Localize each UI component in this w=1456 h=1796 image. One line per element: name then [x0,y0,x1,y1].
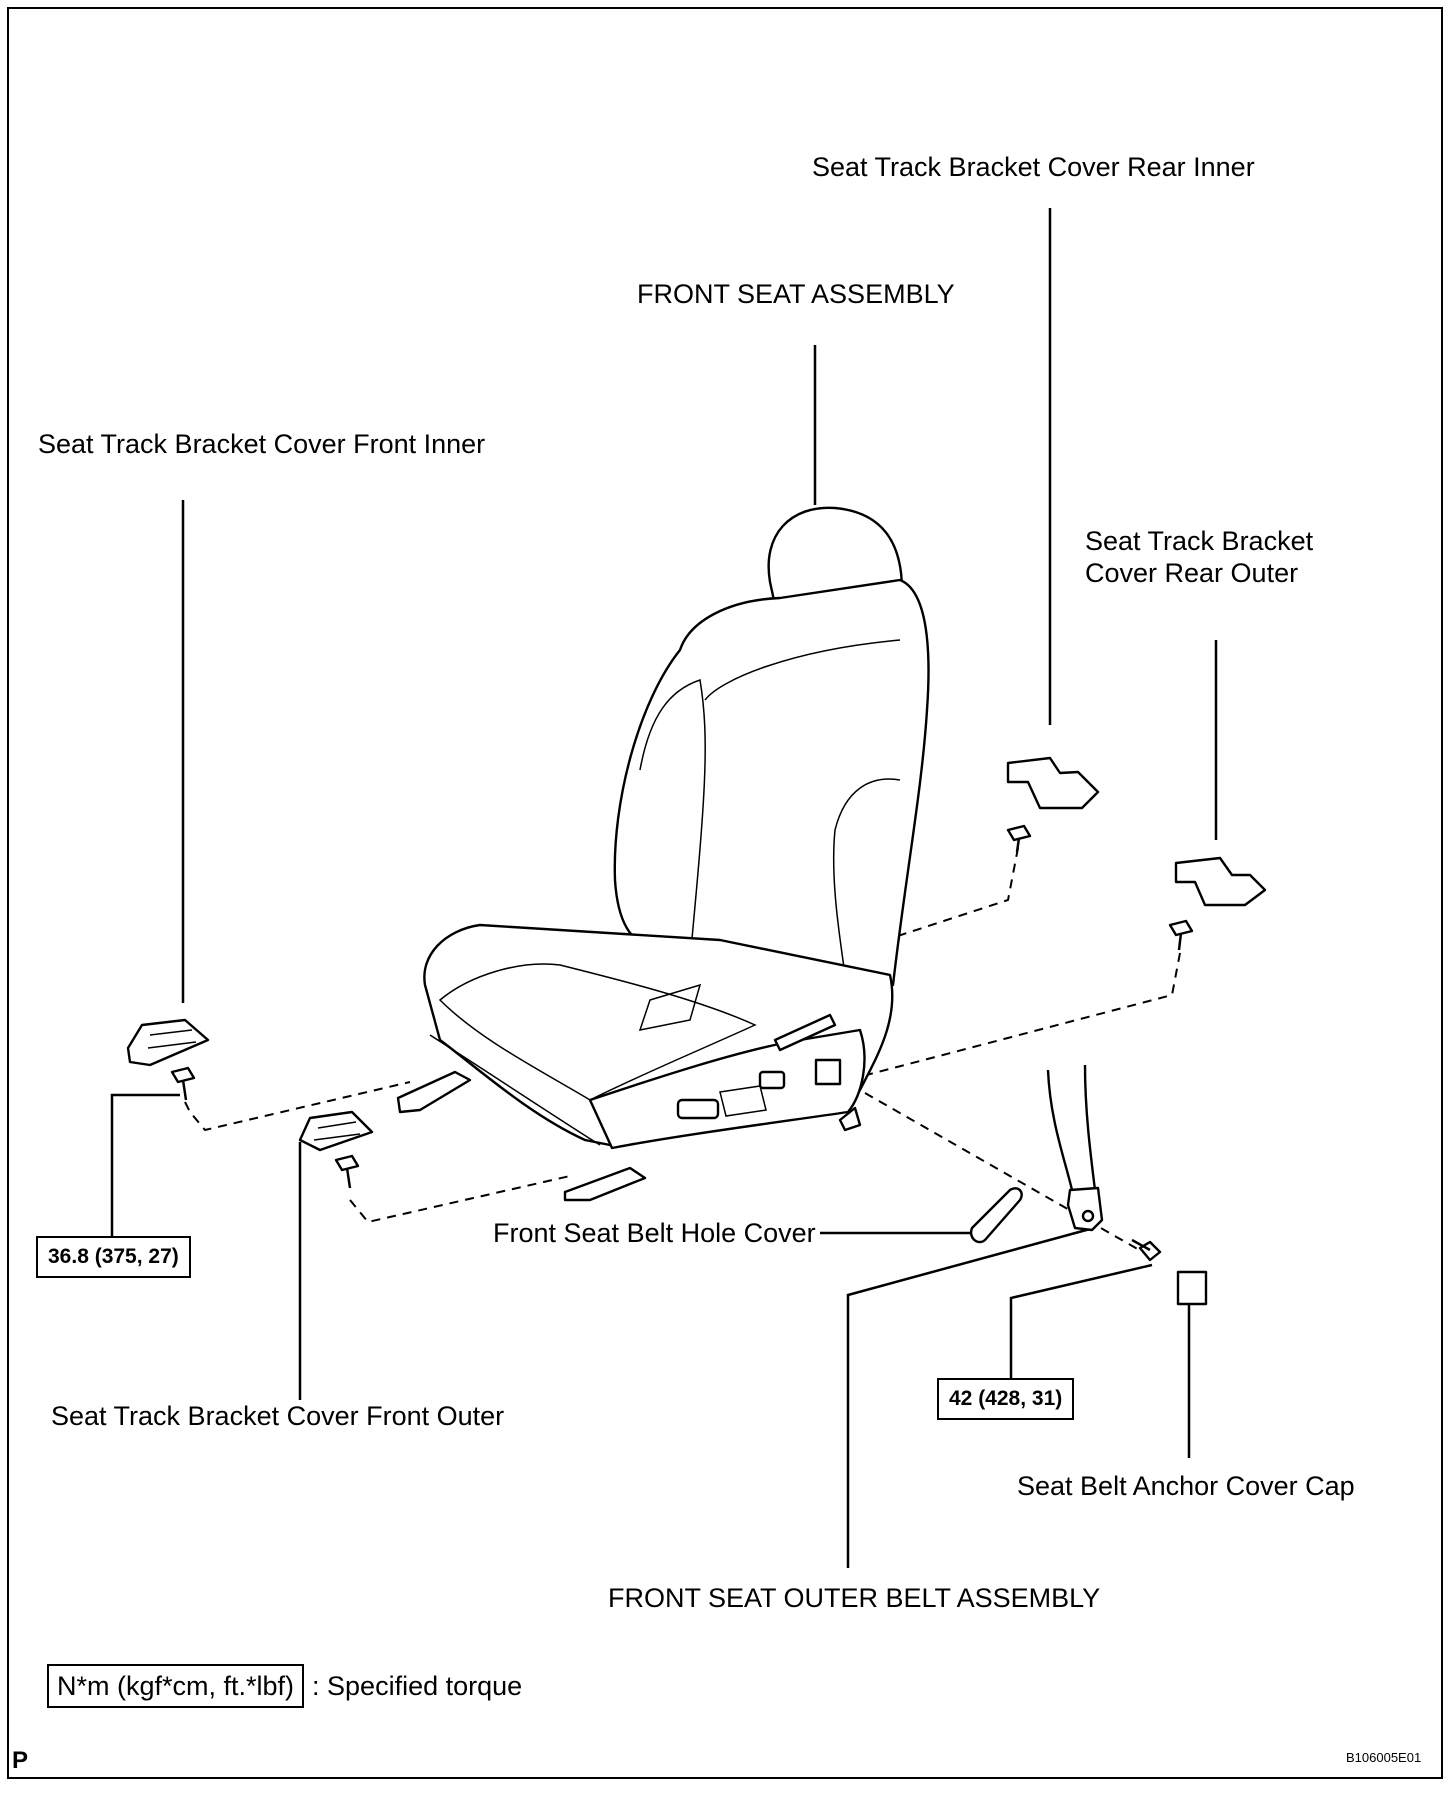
anchor-hole [1081,1209,1095,1223]
label-front-outer: Seat Track Bracket Cover Front Outer [51,1401,505,1431]
belt-hole-opening [814,1058,842,1086]
seat-back-bolster-right [832,778,901,996]
memory-switch [758,1070,786,1090]
torque-legend: N*m (kgf*cm, ft.*lbf) : Specified torque [47,1663,522,1709]
cover-front-inner-ribs [147,1029,197,1049]
bolt-front-outer [334,1154,360,1189]
path-front-outer-bolt [349,1175,571,1224]
legend-description: : Specified torque [312,1670,523,1701]
seat-slide-switch [719,1085,767,1117]
seat-back [613,578,930,1002]
front-outer-rail-end [563,1166,647,1202]
belt-hole-cover-part [969,1187,1023,1244]
label-rear-inner: Seat Track Bracket Cover Rear Inner [812,152,1255,182]
cover-front-inner [126,1018,210,1067]
path-rear-outer-bolt [854,952,1181,1079]
front-inner-rail-end [396,1070,472,1114]
bolts [170,824,1194,1262]
outer-belt-lower [1046,1064,1104,1232]
figure-id: B106005E01 [1346,1750,1422,1765]
label-front-seat-assembly: FRONT SEAT ASSEMBLY [637,279,955,309]
bolt-front-inner [170,1066,196,1101]
leader-anchor-bolt-torque [1009,1263,1153,1385]
legend-unit-box: N*m (kgf*cm, ft.*lbf) [47,1664,305,1708]
seat-side-handle [773,1013,837,1052]
leader-front-bolt-torque [110,1093,180,1243]
cushion-latch [638,983,702,1031]
belt-anchor-plate [1066,1186,1104,1232]
bolt-anchor [1131,1238,1162,1262]
path-anchor-bolt [864,1092,1149,1256]
label-outer-belt-assembly: FRONT SEAT OUTER BELT ASSEMBLY [608,1583,1101,1613]
lumbar-switch [676,1098,720,1120]
path-front-inner-bolt [184,1081,411,1132]
side-shield [588,1028,866,1150]
torque-anchor-bolt: 42 (428, 31) [937,1378,1075,1420]
bolt-rear-outer [1168,919,1194,951]
diagram-frame [7,7,1443,1779]
rear-outer-rail-end [838,1106,862,1132]
torque-front-bolt: 36.8 (375, 27) [36,1236,191,1278]
cover-rear-inner [1006,756,1100,810]
leader-outer-belt-assembly [846,1227,1091,1568]
belt-webbing [1046,1064,1097,1192]
leader-lines [110,208,1218,1568]
anchor-cover-cap-part [1176,1270,1208,1306]
label-anchor-cover-cap: Seat Belt Anchor Cover Cap [1017,1471,1355,1501]
cover-rear-outer [1174,856,1267,907]
cushion-seam [438,963,757,1101]
cushion-side-line [429,1034,601,1146]
page-mark: P [12,1747,29,1774]
front-seat-assembly [396,506,930,1202]
cover-front-outer-ribs [313,1121,361,1141]
label-belt-hole-cover: Front Seat Belt Hole Cover [493,1217,816,1249]
bracket-covers [126,756,1267,1152]
seat-back-bolster-left [639,679,706,961]
bolt-rear-inner [1006,824,1032,853]
label-rear-outer: Seat Track Bracket Cover Rear Outer [1085,526,1314,588]
seat-back-seam-top [704,639,901,701]
cover-front-outer [298,1110,374,1152]
label-front-inner: Seat Track Bracket Cover Front Inner [38,429,486,459]
